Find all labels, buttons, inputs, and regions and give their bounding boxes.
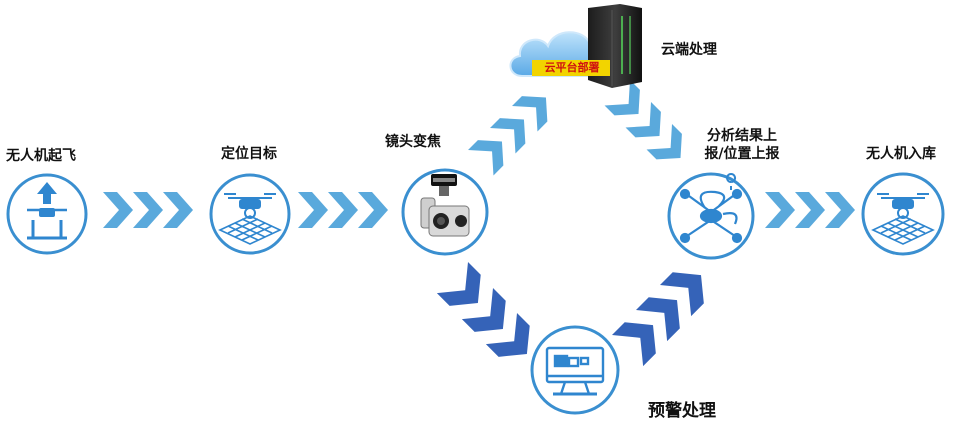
cloud-badge — [532, 60, 610, 76]
arrow-report-to-return — [765, 192, 855, 228]
label-alert: 预警处理 — [648, 401, 716, 421]
label-takeoff: 无人机起飞 — [6, 148, 76, 164]
drone-takeoff-icon — [27, 182, 67, 240]
label-report: 分析结果上 报/位置上报 — [696, 127, 788, 163]
arrow-locate-to-zoom — [298, 192, 388, 228]
cloud-badge-text: 云平台部署 — [544, 61, 600, 74]
label-report-line1: 分析结果上 — [707, 128, 777, 144]
node-zoom — [401, 168, 489, 256]
node-locate — [209, 173, 291, 255]
label-zoom: 镜头变焦 — [385, 134, 441, 150]
arrow-zoom-to-cloud — [468, 84, 559, 176]
label-report-line2: 报/位置上报 — [704, 146, 780, 162]
label-return: 无人机入库 — [866, 146, 936, 162]
arrow-zoom-to-alert — [436, 262, 530, 357]
quadcopter-icon — [679, 173, 743, 244]
label-locate: 定位目标 — [221, 146, 277, 162]
arrow-cloud-to-report — [604, 80, 694, 171]
node-alert — [530, 325, 620, 415]
node-report — [667, 172, 755, 260]
label-cloud: 云端处理 — [661, 42, 717, 58]
node-takeoff — [6, 173, 88, 255]
node-cloud — [509, 4, 642, 88]
arrow-takeoff-to-locate — [103, 192, 193, 228]
arrow-alert-to-report — [612, 272, 704, 367]
monitor-icon — [545, 346, 605, 396]
gimbal-camera-icon — [420, 174, 470, 237]
node-return — [861, 172, 945, 256]
